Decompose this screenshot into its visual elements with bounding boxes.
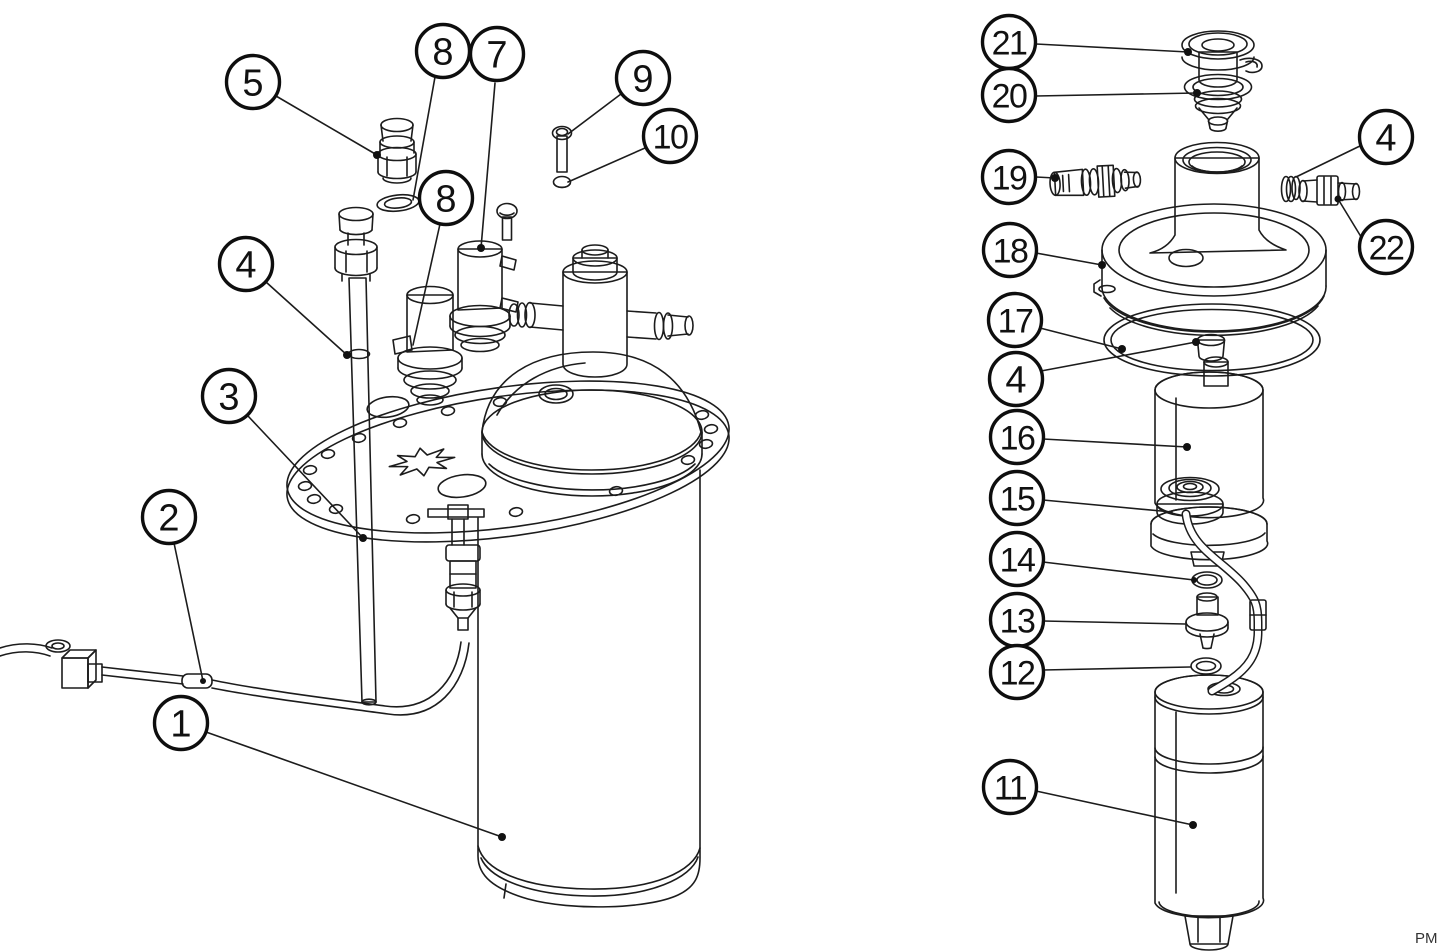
svg-text:8: 8 [432, 32, 453, 74]
svg-text:4: 4 [1375, 118, 1396, 160]
fitting-5-drawing [377, 117, 417, 184]
svg-text:20: 20 [992, 78, 1027, 116]
svg-text:11: 11 [994, 770, 1027, 808]
svg-text:5: 5 [242, 63, 263, 105]
callout-4-mid: 4 [987, 350, 1045, 408]
svg-text:10: 10 [653, 119, 688, 157]
callout-20: 20 [980, 66, 1038, 124]
callout-10: 10 [641, 107, 699, 165]
nut-10-drawing [552, 175, 572, 189]
callout-11: 11 [981, 758, 1039, 816]
svg-text:4: 4 [235, 245, 256, 287]
svg-text:13: 13 [1000, 603, 1035, 641]
svg-text:3: 3 [218, 377, 239, 419]
lid-flange [286, 380, 730, 543]
lower-can-11 [1154, 674, 1265, 951]
callout-13: 13 [988, 591, 1046, 649]
callout-16: 16 [988, 408, 1046, 466]
callout-8-valve: 8 [417, 169, 475, 227]
callout-8-top: 8 [414, 22, 472, 80]
svg-text:12: 12 [1000, 655, 1035, 693]
lid-oval-hole [437, 473, 487, 499]
plug-13-drawing [1185, 592, 1229, 650]
svg-text:7: 7 [486, 35, 507, 77]
callout-4-left: 4 [217, 235, 275, 293]
watermark-pm: PM [1415, 930, 1438, 947]
o-ring-12 [1190, 657, 1222, 675]
svg-text:18: 18 [993, 233, 1028, 271]
svg-text:17: 17 [998, 303, 1033, 341]
pump-assembly-drawing [1049, 30, 1361, 951]
svg-text:15: 15 [1000, 481, 1035, 519]
svg-text:4: 4 [1005, 360, 1026, 402]
callout-19: 19 [980, 148, 1038, 206]
dip-tube [334, 206, 378, 706]
bolt-9-drawing [551, 125, 573, 173]
agitator-star-cutout [388, 447, 456, 477]
seal-disc-4-drawing [1280, 175, 1301, 203]
air-valve-left [392, 285, 463, 406]
callout-3: 3 [200, 367, 258, 425]
svg-text:8: 8 [435, 179, 456, 221]
callout-22: 22 [1357, 218, 1415, 276]
svg-text:2: 2 [158, 498, 179, 540]
callout-21: 21 [980, 13, 1038, 71]
o-ring-17 [1103, 303, 1321, 377]
callout-15: 15 [988, 469, 1046, 527]
callout-18: 18 [981, 221, 1039, 279]
pump-tube [1181, 509, 1267, 696]
callout-7: 7 [468, 25, 526, 83]
svg-text:9: 9 [632, 59, 653, 101]
air-valve-right [449, 240, 519, 353]
callout-5: 5 [224, 53, 282, 111]
lid-bolt-holes [297, 396, 719, 525]
callout-9: 9 [614, 49, 672, 107]
svg-text:22: 22 [1369, 230, 1404, 268]
pump-throat [1149, 141, 1287, 254]
lid-screw [496, 202, 518, 241]
fitting-19-drawing [1049, 164, 1142, 198]
pump-on-lid [481, 244, 703, 497]
svg-text:21: 21 [992, 25, 1027, 63]
svg-text:1: 1 [170, 704, 191, 746]
svg-text:14: 14 [1000, 542, 1035, 580]
callout-1: 1 [152, 694, 210, 752]
svg-text:19: 19 [992, 160, 1027, 198]
callout-2: 2 [140, 488, 198, 546]
callouts-left: 5 8 7 9 10 8 4 3 2 1 [140, 22, 699, 752]
lid-oval-hole [366, 395, 410, 419]
callout-4-top-right: 4 [1357, 108, 1415, 166]
hose-assembly [0, 639, 470, 716]
suction-valve-assembly [427, 504, 485, 631]
svg-text:16: 16 [1000, 420, 1035, 458]
callout-17: 17 [986, 291, 1044, 349]
leader-lines [173, 43, 1364, 841]
part-20-drawing [1183, 73, 1253, 132]
callouts-right: 21 20 19 18 17 4 16 15 14 13 12 [980, 13, 1415, 816]
fitting-22-drawing [1298, 175, 1361, 206]
callout-12: 12 [988, 643, 1046, 701]
tank-body [477, 469, 701, 908]
callout-14: 14 [988, 530, 1046, 588]
tank-assembly-drawing [0, 117, 730, 908]
